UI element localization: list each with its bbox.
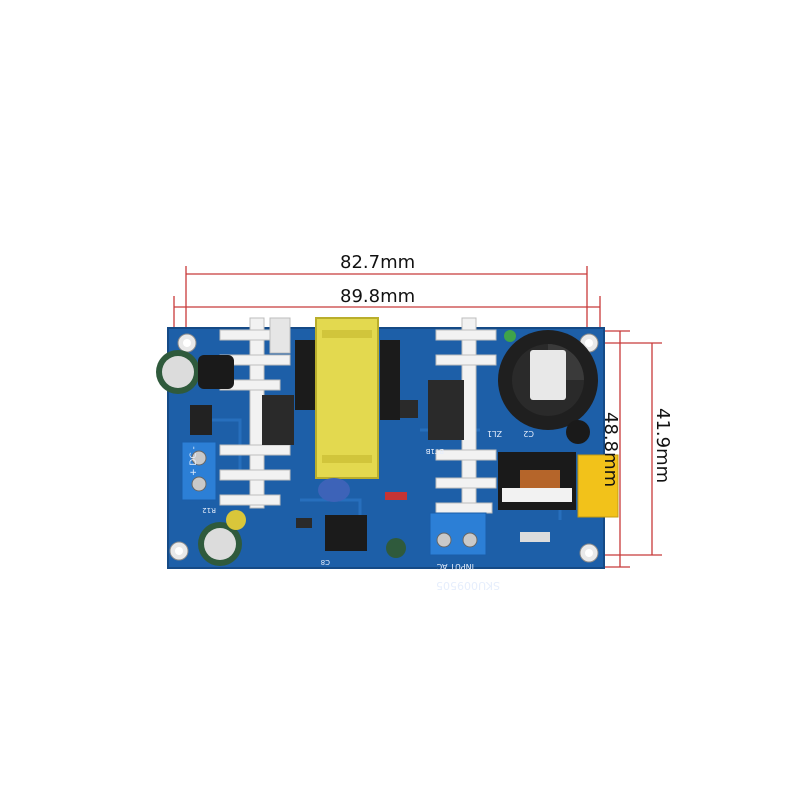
left-heatsink [219,317,291,509]
transformer-stripe [322,330,372,338]
silk-zl1: ZL1 [487,429,502,438]
right-heatsink [435,317,497,519]
transformer [315,317,379,479]
silk-model: SKU009505 [436,579,500,592]
small-transistor [566,420,590,444]
dim-top-outer-label: 89.8mm [340,286,416,307]
dc-output-terminal [181,441,217,501]
silk-input: INPUT AC [436,562,474,571]
dim-top-inner-label: 82.7mm [340,252,416,273]
silk-r12: R12 [202,506,216,514]
fuse [520,532,550,542]
silk-bt: BT1B [425,447,444,455]
dim-right-outer-label: 48.8mm [600,412,621,488]
silk-c2: C2 [523,429,534,438]
silk-output: + DC - [189,446,199,476]
output-capacitor-top [156,350,234,394]
led [504,330,516,342]
bulk-capacitor [498,330,598,430]
y-capacitor [318,478,350,502]
diode [385,492,407,500]
right-transistor [428,380,464,440]
control-ic [325,515,367,551]
resistor [400,400,418,418]
output-capacitor-bottom [198,510,246,566]
small-component [190,405,212,435]
transformer-base-right [380,340,400,420]
left-transistor [262,395,294,445]
dimension-lines [173,266,662,568]
resistor [296,518,312,528]
transformer-base-left [295,340,315,410]
common-mode-choke [498,452,576,510]
dim-right-inner-label: 41.9mm [652,408,673,484]
small-capacitor [386,538,406,558]
x-capacitor [577,454,619,518]
transformer-stripe [322,455,372,463]
ac-input-terminal [429,512,487,556]
silkscreen: SKU009505 INPUT AC + DC - C2 ZL1 R12 C8 … [189,429,534,592]
silk-c8: C8 [321,558,330,566]
